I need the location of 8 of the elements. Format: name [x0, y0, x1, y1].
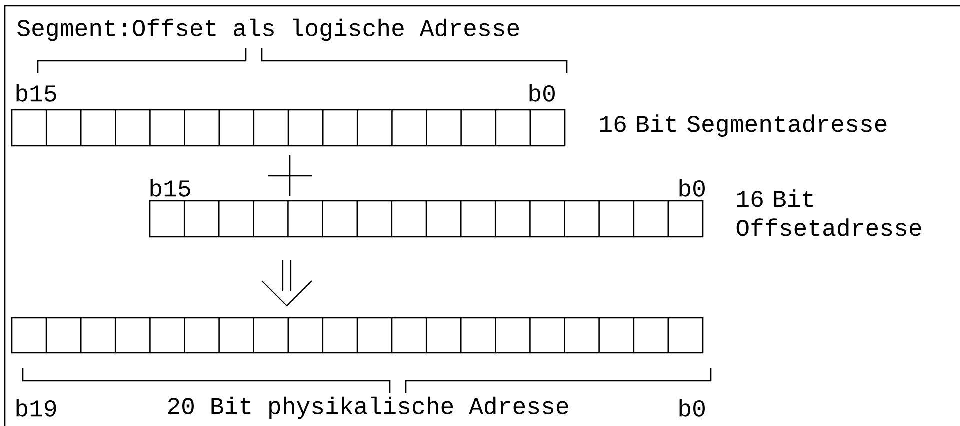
bit-label: b15	[150, 179, 190, 197]
register	[11, 317, 704, 354]
heading: Segment:Offset als logische Adresse	[18, 18, 520, 42]
register-label: 16 Bit Segmentadresse	[600, 114, 887, 138]
bit-label: b19	[16, 399, 56, 417]
bit-label: b0	[680, 399, 705, 417]
bracket-label: 20 Bit physikalische Adresse	[168, 396, 568, 420]
register-label: 16 Bit Offsetadresse	[736, 190, 922, 236]
